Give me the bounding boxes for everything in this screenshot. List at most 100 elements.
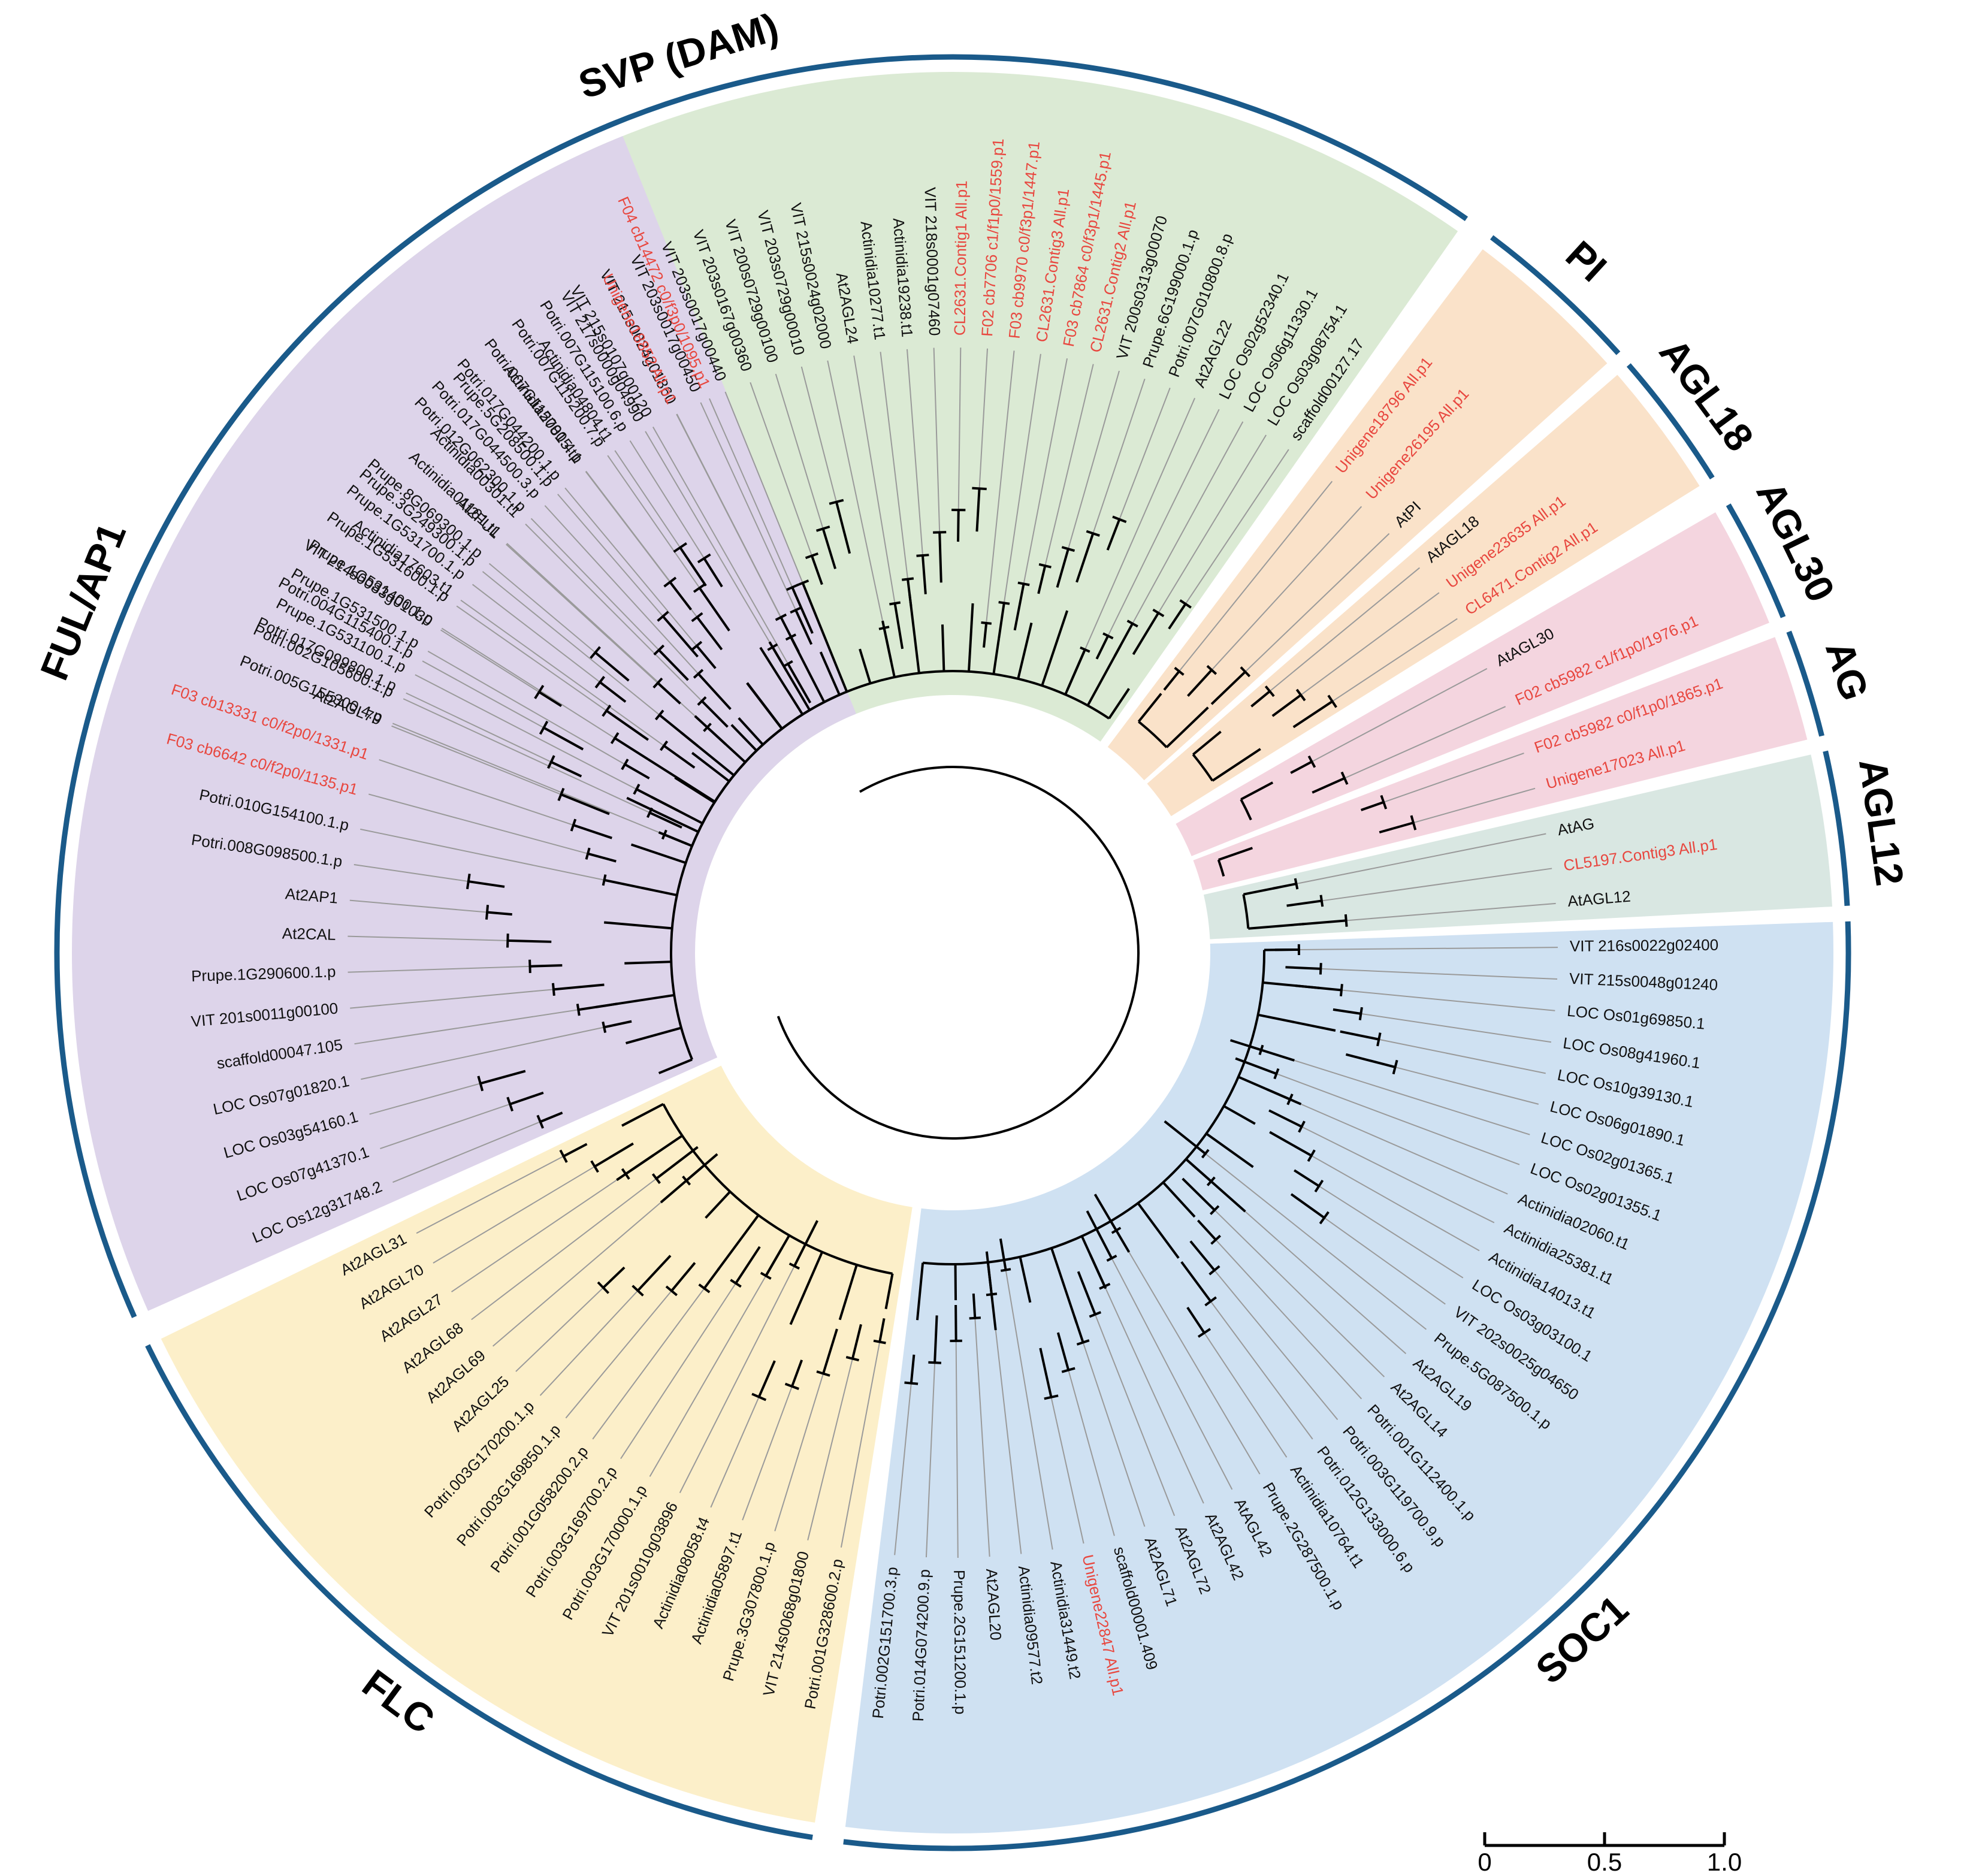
leaf-guide [1119, 388, 1171, 520]
tip-tick [576, 1004, 581, 1016]
terminal-branch [1299, 919, 1346, 926]
leaf-guide [1179, 481, 1333, 672]
clade-label-ful: FUL/AP1 [32, 516, 135, 686]
leaf-guide [1321, 868, 1552, 902]
internal-branch [1249, 1045, 1295, 1062]
tip-tick [570, 818, 577, 832]
internal-branch [819, 651, 841, 696]
terminal-branch [822, 1328, 838, 1374]
terminal-branch [703, 557, 723, 588]
internal-branch [1206, 1132, 1254, 1168]
leaf-guide [482, 571, 660, 715]
leaf-guide [1050, 1397, 1084, 1544]
leaf-guide [493, 1180, 687, 1347]
internal-branch [1041, 610, 1069, 686]
tip-tick [594, 676, 605, 688]
terminal-branch [1056, 1332, 1070, 1371]
clade-arc-flc [145, 1344, 813, 1841]
leaf-guide [827, 360, 885, 629]
tip-tick [845, 1356, 860, 1362]
leaf-guide [354, 863, 469, 883]
leaf-guide [1383, 753, 1524, 803]
terminal-branch [938, 532, 942, 583]
terminal-branch [794, 609, 813, 645]
leaf-guide [1092, 378, 1146, 534]
terminal-branch [957, 510, 960, 542]
terminal-branch [1187, 669, 1213, 697]
leaf-guide [530, 518, 660, 651]
leaf-guide [1185, 449, 1289, 605]
tip-tick [602, 1021, 607, 1034]
internal-branch [1243, 886, 1279, 896]
clade-arc-ful [54, 119, 618, 1318]
leaf-guide [1312, 667, 1488, 763]
leaf-guide [990, 1294, 1022, 1554]
terminal-branch [1286, 899, 1322, 907]
internal-branch [680, 731, 735, 777]
internal-branch [1110, 1221, 1131, 1253]
leaf-guide [614, 450, 681, 548]
tip-tick [466, 874, 471, 890]
terminal-branch [983, 623, 988, 648]
terminal-branch [851, 1324, 862, 1360]
leaf-guide [406, 692, 552, 763]
leaf-guide [1413, 787, 1536, 824]
tip-tick [1126, 620, 1138, 628]
leaf-label: VIT 216s0022g02400 [1570, 936, 1718, 955]
clade-arc-pi [1490, 235, 1621, 355]
terminal-branch [811, 555, 823, 585]
tip-tick [902, 577, 914, 581]
terminal-branch [670, 1262, 696, 1292]
terminal-branch [507, 939, 552, 943]
tip-tick [1376, 1032, 1382, 1047]
terminal-branch [780, 617, 800, 652]
tip-tick [632, 1285, 644, 1297]
tip-tick [697, 553, 711, 564]
internal-branch [1019, 1256, 1032, 1303]
scale-bar-label: 0.5 [1587, 1848, 1622, 1876]
leaf-guide [1311, 1155, 1480, 1252]
internal-branch [802, 660, 826, 703]
leaf-guide [361, 1026, 605, 1080]
clade-backbone [1217, 859, 1225, 877]
terminal-branch [1340, 1030, 1379, 1041]
leaf-guide [1132, 421, 1244, 624]
leaf-guide [1104, 1286, 1204, 1504]
internal-branch [941, 624, 945, 672]
terminal-branch [893, 603, 904, 649]
leaf-guide [1003, 354, 1041, 603]
terminal-branch [487, 911, 512, 916]
terminal-branch [658, 649, 689, 681]
inner-disk [707, 707, 1198, 1198]
leaf-guide [415, 674, 637, 790]
tip-tick [1000, 1268, 1011, 1272]
terminal-branch [1075, 533, 1095, 583]
terminal-branch [787, 663, 812, 703]
leaf-guide [488, 563, 596, 653]
leaf-guide [933, 348, 941, 533]
tip-tick [1080, 646, 1090, 653]
leaf-guide [710, 1397, 760, 1508]
terminal-branch [1132, 612, 1160, 655]
terminal-branch [910, 1354, 916, 1383]
leaf-guide [1300, 592, 1440, 696]
tip-tick [1392, 1059, 1398, 1075]
leaf-guide [649, 1275, 767, 1477]
terminal-branch [735, 1246, 761, 1284]
internal-branch [859, 648, 872, 684]
terminal-branch [821, 528, 837, 569]
leaf-guide [1244, 533, 1390, 672]
tip-tick [1307, 1149, 1316, 1162]
leaf-guide [1116, 1230, 1261, 1475]
terminal-branch [1182, 1177, 1216, 1212]
tip-tick [651, 1173, 661, 1185]
terminal-branch [1164, 1120, 1207, 1155]
tip-tick [775, 613, 787, 621]
leaf-guide [1082, 1342, 1146, 1527]
tip-tick [1319, 1211, 1330, 1225]
clade-label-agl30: AGL30 [1748, 475, 1844, 609]
terminal-branch [1168, 603, 1187, 630]
terminal-branch [1312, 777, 1345, 794]
internal-branch [1240, 781, 1274, 800]
leaf-guide [629, 440, 705, 559]
